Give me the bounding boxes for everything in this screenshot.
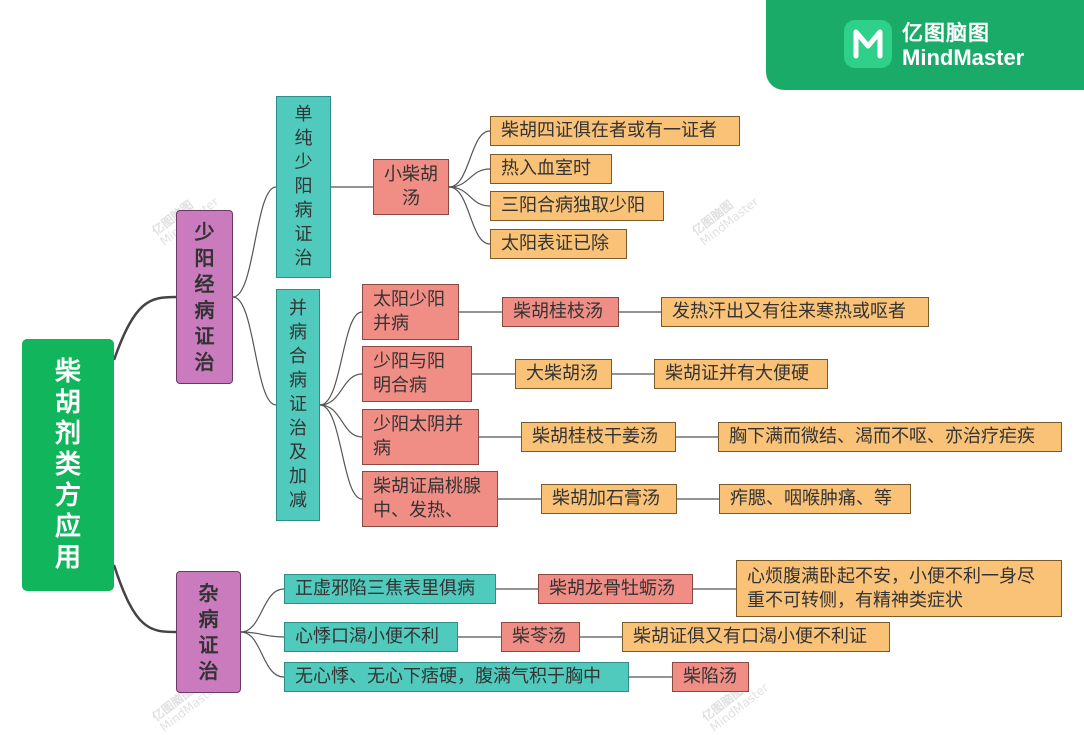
brand-name-cn: 亿图脑图 — [902, 21, 990, 45]
formula-item[interactable]: 柴胡龙骨牡蛎汤 — [538, 574, 693, 604]
note-item[interactable]: 痄腮、咽喉肿痛、等 — [719, 484, 911, 514]
condition-item[interactable]: 正虚邪陷三焦表里俱病 — [284, 574, 496, 604]
root-topic[interactable]: 柴胡剂类方应用 — [22, 339, 114, 591]
brand-name-en: MindMaster — [902, 45, 1025, 70]
condition-item[interactable]: 柴胡证扁桃腺中、发热、 — [362, 471, 498, 527]
mindmaster-logo-icon — [844, 20, 892, 68]
brand-badge: 亿图脑图 MindMaster — [766, 0, 1084, 90]
note-item[interactable]: 柴胡证俱又有口渴小便不利证 — [622, 622, 890, 652]
topic-combined-disease[interactable]: 并病合病证治及加减 — [276, 289, 320, 521]
condition-item[interactable]: 无心悸、无心下痞硬，腹满气积于胸中 — [284, 662, 629, 692]
note-item[interactable]: 发热汗出又有往来寒热或呕者 — [661, 297, 929, 327]
topic-shaoyang[interactable]: 少阳经病证治 — [176, 210, 233, 384]
formula-xiaochaihu[interactable]: 小柴胡汤 — [373, 159, 449, 215]
condition-item[interactable]: 少阳与阳明合病 — [362, 346, 472, 402]
condition-item[interactable]: 太阳少阳并病 — [362, 284, 459, 340]
formula-item[interactable]: 柴苓汤 — [501, 622, 580, 652]
condition-item[interactable]: 少阳太阴并病 — [362, 409, 479, 465]
formula-item[interactable]: 大柴胡汤 — [515, 359, 612, 389]
topic-single-shaoyang[interactable]: 单纯少阳病证治 — [276, 96, 331, 278]
connector-lines — [112, 130, 736, 678]
note-item[interactable]: 柴胡证并有大便硬 — [654, 359, 828, 389]
indication-item[interactable]: 三阳合病独取少阳 — [490, 191, 664, 221]
note-item[interactable]: 心烦腹满卧起不安，小便不利一身尽重不可转侧，有精神类症状 — [736, 560, 1062, 617]
condition-item[interactable]: 心悸口渴小便不利 — [284, 622, 458, 652]
formula-item[interactable]: 柴胡桂枝干姜汤 — [521, 422, 676, 452]
formula-item[interactable]: 柴陷汤 — [672, 662, 749, 692]
indication-item[interactable]: 热入血室时 — [490, 154, 612, 184]
note-item[interactable]: 胸下满而微结、渴而不呕、亦治疗疟疾 — [718, 422, 1062, 452]
topic-misc[interactable]: 杂病证治 — [176, 571, 241, 693]
indication-item[interactable]: 柴胡四证俱在者或有一证者 — [490, 116, 740, 146]
indication-item[interactable]: 太阳表证已除 — [490, 229, 627, 259]
formula-item[interactable]: 柴胡桂枝汤 — [502, 297, 619, 327]
formula-item[interactable]: 柴胡加石膏汤 — [541, 484, 677, 514]
